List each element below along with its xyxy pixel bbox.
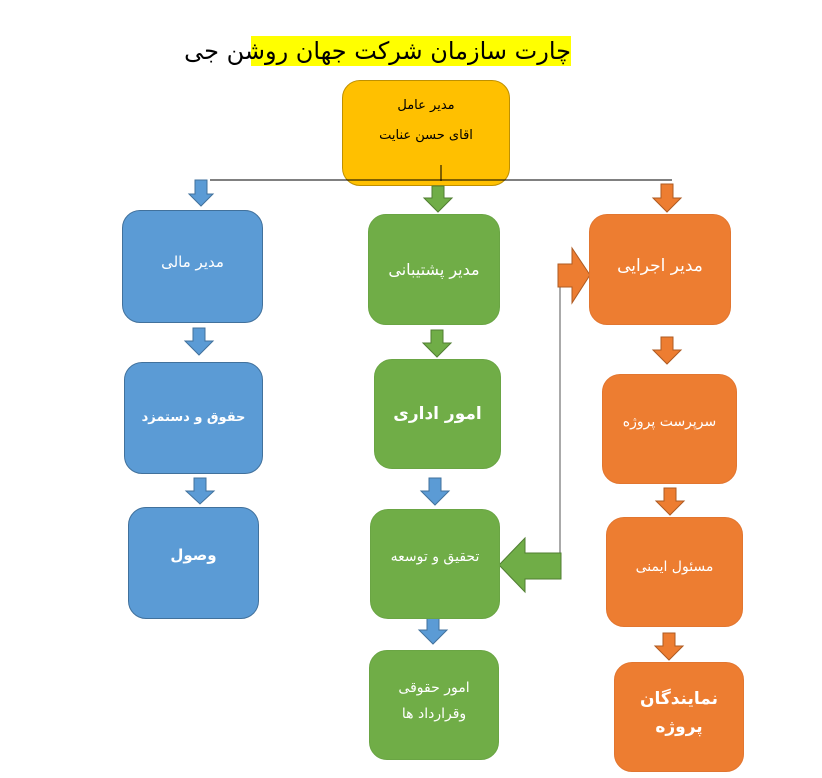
research-development-box: تحقیق و توسعه [370, 509, 500, 619]
project-supervisor-label: سرپرست پروژه [622, 414, 717, 430]
finance-manager-label: مدیر مالی [161, 253, 224, 271]
arrow-down-icon [653, 632, 685, 661]
arrow-down-icon [651, 336, 683, 365]
executive-manager-label: مدیر اجرایی [617, 256, 703, 276]
research-development-label: تحقیق و توسعه [390, 549, 480, 565]
executive-manager-box: مدیر اجرایی [589, 214, 731, 325]
reps-line1: نمایندگان [639, 689, 719, 709]
safety-officer-label: مسئول ایمنی [635, 559, 714, 575]
arrow-right-icon [557, 246, 591, 305]
collections-box: وصول [128, 507, 259, 619]
chart-title: چارت سازمان شرکت جهان روشن جی [184, 36, 571, 66]
arrow-down-icon [417, 616, 449, 645]
arrow-down-icon [421, 329, 453, 358]
admin-affairs-box: امور اداری [374, 359, 501, 469]
ceo-name: اقای حسن عنایت [379, 128, 473, 143]
arrow-down-icon [419, 477, 451, 506]
reps-line2: پروژه [655, 717, 703, 737]
legal-contracts-box: امور حقوقی وقرارداد ها [369, 650, 499, 760]
legal-line2: وقرارداد ها [401, 706, 467, 722]
arrow-down-icon [651, 183, 683, 213]
project-supervisor-box: سرپرست پروژه [602, 374, 737, 484]
arrow-down-icon [183, 327, 215, 356]
ceo-box: مدیر عامل اقای حسن عنایت [342, 80, 510, 186]
support-manager-box: مدیر پشتیبانی [368, 214, 500, 325]
legal-line1: امور حقوقی [398, 680, 470, 696]
arrow-left-icon [498, 536, 562, 594]
payroll-box: حقوق و دستمزد [124, 362, 263, 474]
admin-affairs-label: امور اداری [393, 404, 482, 424]
payroll-label: حقوق و دستمزد [141, 410, 246, 425]
arrow-down-icon [187, 179, 215, 207]
arrow-down-icon [654, 487, 686, 516]
support-manager-label: مدیر پشتیبانی [388, 259, 480, 279]
collections-label: وصول [170, 546, 217, 564]
arrow-down-icon [422, 185, 454, 213]
safety-officer-box: مسئول ایمنی [606, 517, 743, 627]
project-representatives-box: نمایندگان پروژه [614, 662, 744, 772]
arrow-down-icon [184, 477, 216, 505]
finance-manager-box: مدیر مالی [122, 210, 263, 323]
ceo-role: مدیر عامل [397, 98, 455, 113]
